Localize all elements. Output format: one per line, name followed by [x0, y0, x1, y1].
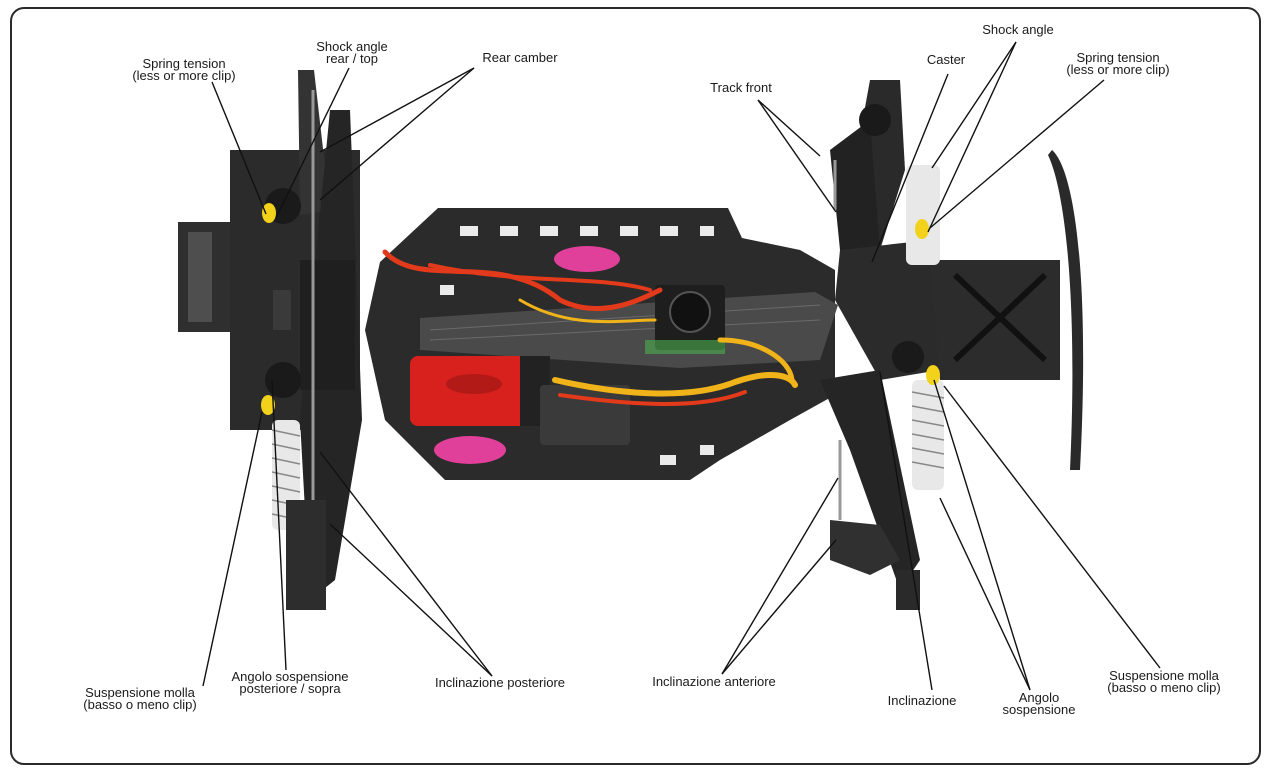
label-inclinazione: Inclinazione: [887, 693, 957, 708]
label-suspensione-molla-rear: Suspensione molla (basso o meno clip): [83, 685, 197, 712]
label-angolo-sospensione: Angolo sospensione: [1002, 690, 1076, 717]
rear-suspension: [178, 70, 362, 610]
label-caster: Caster: [926, 52, 966, 67]
leader-angolo-sospensione-2: [939, 497, 1031, 691]
leader-rear-camber-1: [319, 67, 475, 153]
leader-angolo-sospensione-1: [933, 379, 1031, 691]
brand-badge: [434, 246, 620, 464]
leader-inclinazione: [879, 371, 933, 691]
wiring: [382, 249, 798, 406]
leader-spring-tension-rear: [211, 81, 267, 215]
leader-inclinazione-posteriore-1: [319, 451, 493, 677]
leader-shock-angle-2: [927, 41, 1017, 233]
label-shock-angle: Shock angle: [982, 22, 1054, 37]
leader-inclinazione-posteriore-2: [329, 523, 493, 677]
esc-fan: [645, 285, 725, 354]
label-shock-angle-rear: Shock angle rear / top: [316, 39, 388, 66]
leader-rear-camber-2: [319, 67, 475, 201]
leader-inclinazione-anteriore-1: [721, 477, 839, 675]
label-angolo-sospensione-rear: Angolo sospensione posteriore / sopra: [231, 669, 349, 696]
carbon-brace: [420, 292, 838, 368]
leader-angolo-sospensione-rear: [271, 379, 287, 671]
label-inclinazione-posteriore: Inclinazione posteriore: [434, 675, 566, 690]
label-rear-camber: Rear camber: [482, 50, 558, 65]
label-track-front: Track front: [710, 80, 772, 95]
leader-shock-angle-1: [931, 41, 1017, 169]
leader-suspensione-molla-rear: [202, 411, 263, 687]
front-suspension: [820, 80, 1084, 610]
leader-lines: [202, 41, 1161, 691]
leader-track-front-1: [757, 99, 821, 157]
leader-track-front-2: [757, 99, 837, 213]
leader-spring-tension-front: [929, 79, 1105, 229]
label-suspensione-molla-front: Suspensione molla (basso o meno clip): [1107, 668, 1221, 695]
leader-suspensione-molla-front: [943, 385, 1161, 669]
leader-shock-angle-rear: [275, 67, 350, 219]
label-inclinazione-anteriore: Inclinazione anteriore: [652, 674, 776, 689]
leader-caster: [871, 73, 949, 263]
label-spring-tension-front: Spring tension (less or more clip): [1066, 50, 1170, 77]
label-spring-tension-rear: Spring tension (less or more clip): [132, 56, 236, 83]
motor: [410, 356, 630, 445]
leader-inclinazione-anteriore-2: [721, 539, 837, 675]
